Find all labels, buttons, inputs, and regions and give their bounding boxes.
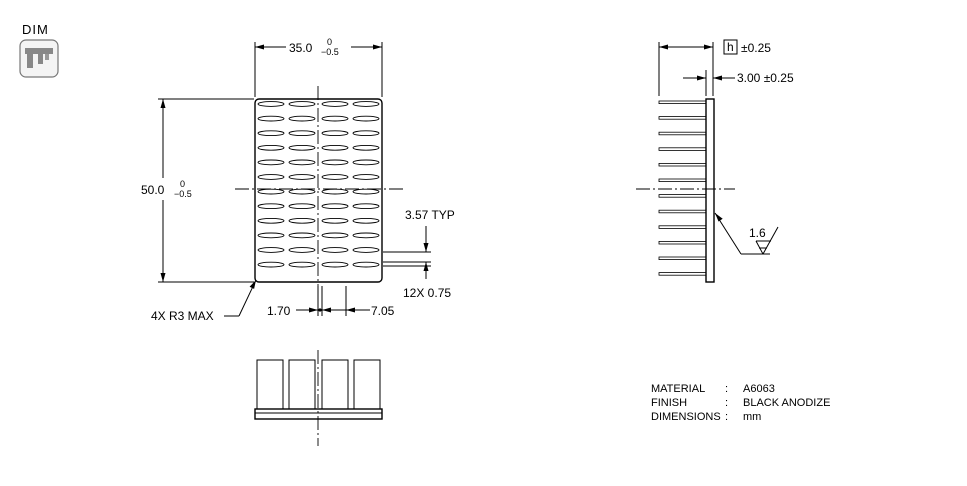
corner-radius-note: 4X R3 MAX [151, 309, 214, 323]
pin [288, 101, 316, 107]
pin [321, 159, 349, 166]
heatsink-top-outline [254, 98, 383, 283]
spec-key: MATERIAL [651, 383, 705, 395]
side-fin [658, 147, 707, 151]
pin-pitch-note: 3.57 TYP [405, 208, 455, 222]
height-tol-lower: −0.5 [174, 189, 192, 199]
pin-grid [257, 101, 380, 268]
spec-key: DIMENSIONS [651, 411, 721, 423]
pin [257, 247, 285, 253]
front-view [254, 350, 383, 446]
side-fin [658, 240, 707, 245]
width-tol-lower: −0.5 [321, 47, 339, 57]
pin [352, 188, 380, 195]
pin [288, 144, 316, 151]
pin [257, 188, 285, 195]
pin [288, 203, 316, 210]
pin [352, 115, 380, 122]
side-fin [658, 116, 707, 120]
spec-key: FINISH [651, 397, 687, 409]
pin [352, 261, 380, 268]
pin [257, 101, 285, 107]
pin [288, 232, 316, 239]
spec-row: DIMENSIONS: mm [651, 411, 761, 423]
pin-count-note: 12X 0.75 [403, 286, 451, 300]
side-view: h ±0.25 3.00 ±0.25 1.6 [636, 39, 794, 283]
top-view: 35.0 0 −0.5 50.0 0 −0.5 3.57 TYP 12X 0.7… [141, 37, 455, 323]
height-tol-upper: 0 [180, 179, 185, 189]
pin [257, 232, 285, 239]
side-fin [658, 209, 707, 214]
pin [352, 144, 380, 151]
pin [321, 130, 349, 137]
pin [288, 159, 316, 166]
base-thickness-dim: 3.00 ±0.25 [737, 71, 794, 85]
spec-row: FINISH: BLACK ANODIZE [651, 397, 830, 409]
pin [288, 188, 316, 195]
side-fin [658, 178, 707, 182]
spec-value: BLACK ANODIZE [743, 397, 830, 409]
side-fin [658, 256, 707, 260]
fin-thickness-dim: 1.70 [267, 304, 291, 318]
pin [288, 217, 316, 224]
pin [352, 101, 380, 107]
pin [352, 203, 380, 210]
pin [321, 144, 349, 151]
fin-pitch-dim: 7.05 [371, 304, 395, 318]
dim-tool-label: DIM [22, 22, 49, 37]
pin [288, 115, 316, 122]
pin [288, 261, 316, 268]
pin [321, 261, 349, 268]
pin [257, 217, 285, 224]
width-tol-upper: 0 [327, 37, 332, 47]
pin [257, 144, 285, 151]
pin [352, 159, 380, 166]
pin [288, 247, 316, 253]
side-fin [658, 131, 707, 136]
pin [257, 130, 285, 137]
height-symbol: h [727, 40, 734, 54]
pin [257, 261, 285, 268]
side-fin [658, 272, 707, 276]
side-fin [658, 194, 707, 198]
side-fins [658, 100, 707, 276]
pin [321, 247, 349, 253]
pin [321, 115, 349, 122]
pin [257, 203, 285, 210]
pin [352, 130, 380, 137]
pin [257, 159, 285, 166]
side-fin [658, 225, 707, 229]
pin [321, 203, 349, 210]
pin [288, 130, 316, 137]
height-dimension: 50.0 [141, 183, 165, 197]
side-fin [658, 100, 707, 104]
pin [352, 232, 380, 239]
pin [257, 174, 285, 180]
pin [352, 174, 380, 180]
caliper-icon [25, 48, 53, 68]
spec-separator: : [725, 397, 728, 409]
pin [321, 174, 349, 180]
dim-tool-button[interactable]: DIM [19, 22, 59, 78]
width-dimension: 35.0 [289, 41, 313, 55]
spec-row: MATERIAL: A6063 [651, 383, 775, 395]
side-fin [658, 162, 707, 167]
pin [321, 217, 349, 224]
pin [257, 115, 285, 122]
spec-value: A6063 [743, 383, 775, 395]
pin [352, 217, 380, 224]
surface-finish-value: 1.6 [749, 226, 766, 240]
pin [321, 101, 349, 107]
pin [352, 247, 380, 253]
spec-separator: : [725, 383, 728, 395]
pin [321, 188, 349, 195]
pin [288, 174, 316, 180]
pin [321, 232, 349, 239]
side-height-tol: ±0.25 [741, 41, 771, 55]
spec-separator: : [725, 411, 728, 423]
spec-value: mm [743, 411, 761, 423]
